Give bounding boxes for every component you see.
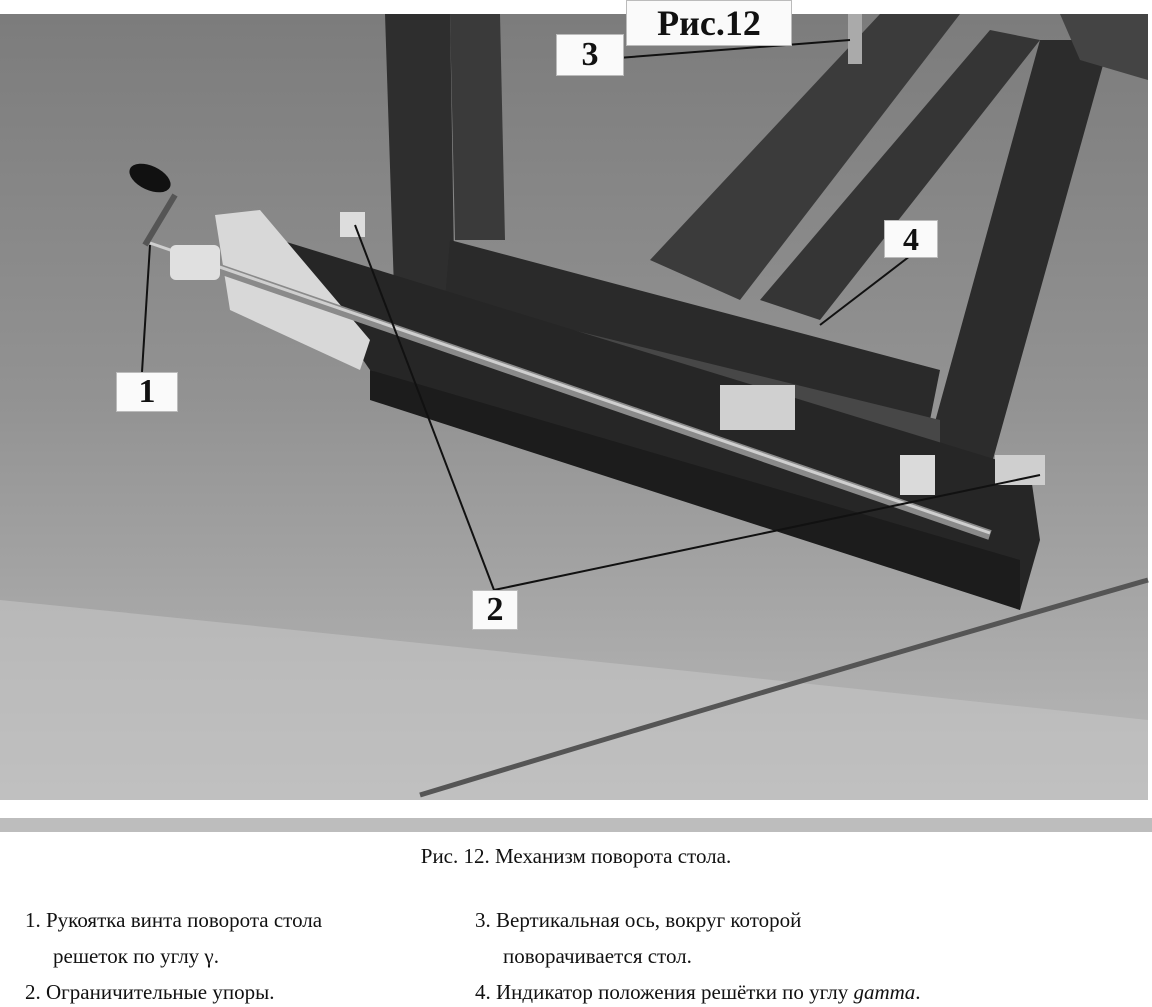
callout-4: 4 <box>884 220 938 258</box>
legend-number: 3. <box>475 908 491 932</box>
legend-text: Ограничительные упоры. <box>46 980 275 1004</box>
callout-1: 1 <box>116 372 178 412</box>
legend-end: . <box>915 980 921 1004</box>
legend-item-2: 2. Ограничительные упоры. <box>25 980 274 1004</box>
legend-item-3: 3. Вертикальная ось, вокруг которой <box>475 908 801 932</box>
legend-italic: gamma <box>853 980 916 1004</box>
legend-number: 2. <box>25 980 41 1004</box>
legend-item-1-cont: решеток по углу γ. <box>53 944 219 968</box>
callout-3: 3 <box>556 34 624 76</box>
legend-number: 1. <box>25 908 41 932</box>
figure-label: Рис.12 <box>626 0 792 46</box>
legend-number: 4. <box>475 980 491 1004</box>
divider-band <box>0 818 1152 832</box>
callout-2: 2 <box>472 590 518 630</box>
legend-text: Индикатор положения решётки по углу <box>496 980 849 1004</box>
legend-item-1: 1. Рукоятка винта поворота стола <box>25 908 322 932</box>
figure-caption: Рис. 12. Механизм поворота стола. <box>420 844 732 868</box>
legend-text: Рукоятка винта поворота стола <box>46 908 323 932</box>
legend-item-4: 4. Индикатор положения решётки по углу g… <box>475 980 921 1004</box>
mechanism-photo <box>0 14 1149 800</box>
legend-item-3-cont: поворачивается стол. <box>503 944 692 968</box>
legend-text: Вертикальная ось, вокруг которой <box>496 908 802 932</box>
